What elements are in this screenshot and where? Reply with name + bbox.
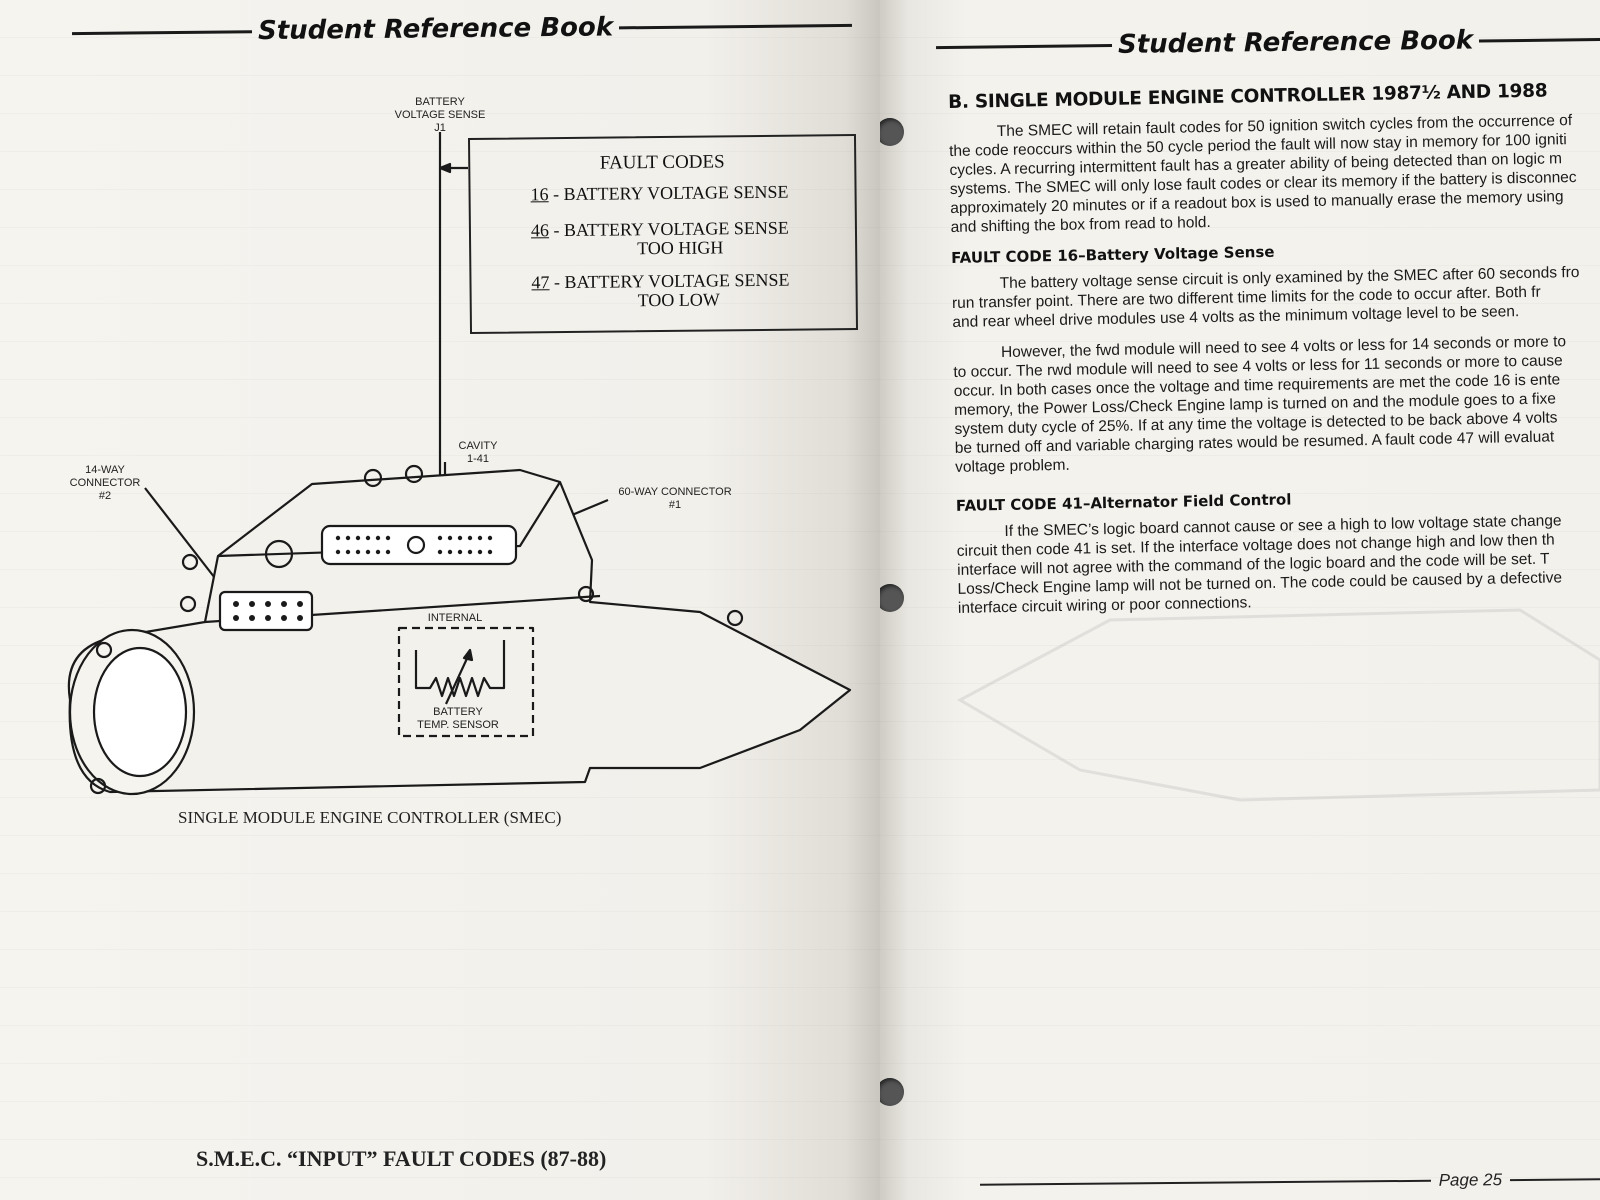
thermistor-symbol bbox=[414, 640, 506, 698]
right-page: Student Reference Book B. SINGLE MODULE … bbox=[880, 0, 1600, 1200]
vent-port bbox=[264, 539, 294, 569]
mount-tab bbox=[181, 553, 199, 571]
cavity-label: CAVITY 1-41 bbox=[448, 440, 508, 466]
connector60 bbox=[320, 524, 518, 566]
connector14-label: 14-WAY CONNECTOR #2 bbox=[66, 464, 144, 503]
connector14-leader-line bbox=[144, 487, 219, 583]
cavity-label-line2: 1-41 bbox=[466, 453, 490, 465]
housing-deck-edge bbox=[217, 481, 561, 558]
mount-tab bbox=[363, 468, 383, 488]
connector60-label: 60-WAY CONNECTOR #1 bbox=[612, 486, 738, 512]
connector14-label-line3: #2 bbox=[98, 490, 112, 502]
binder-hole bbox=[880, 118, 904, 146]
connector14-label-line1: 14-WAY bbox=[85, 464, 125, 476]
left-page: Student Reference Book BATTERY VOLTAGE S… bbox=[0, 0, 880, 1200]
smec-housing bbox=[67, 468, 852, 794]
mount-tab bbox=[179, 595, 197, 613]
sensor-label-line1: BATTERY bbox=[433, 706, 483, 718]
battery-voltage-sense-label: BATTERY VOLTAGE SENSE J1 bbox=[392, 96, 488, 135]
internal-label: INTERNAL bbox=[427, 612, 483, 624]
footer-rule-left bbox=[980, 1179, 1431, 1186]
mount-tab bbox=[577, 585, 595, 603]
internal-sensor-box bbox=[397, 626, 535, 738]
mount-tab bbox=[95, 641, 113, 659]
connector60-label-line2: #1 bbox=[668, 499, 682, 511]
mount-tab bbox=[89, 777, 107, 795]
binder-hole bbox=[880, 584, 904, 612]
sensor-label-line2: TEMP. SENSOR bbox=[417, 719, 499, 731]
bleed-through-diagram bbox=[956, 608, 1600, 802]
connector14 bbox=[218, 590, 314, 632]
battery-label-line3: J1 bbox=[434, 122, 446, 134]
bottom-caption: S.M.E.C. “INPUT” FAULT CODES (87-88) bbox=[196, 1146, 607, 1171]
diagram-caption: SINGLE MODULE ENGINE CONTROLLER (SMEC) bbox=[178, 808, 562, 827]
battery-label-line2: VOLTAGE SENSE bbox=[394, 109, 486, 121]
connector60-label-line1: 60-WAY CONNECTOR bbox=[618, 486, 732, 498]
ghost-housing bbox=[956, 608, 1600, 802]
smec-diagram bbox=[67, 132, 852, 796]
connector14-label-line2: CONNECTOR bbox=[69, 477, 141, 489]
mount-tab bbox=[726, 609, 744, 627]
battery-label-line1: BATTERY bbox=[415, 96, 465, 108]
intake-tube-inner bbox=[92, 646, 188, 778]
arrow-head bbox=[438, 162, 452, 174]
binder-hole bbox=[880, 1078, 904, 1106]
page-number: Page 25 bbox=[1438, 1170, 1503, 1190]
connector60-bolt bbox=[406, 535, 426, 555]
battery-temp-sensor-label: BATTERY TEMP. SENSOR bbox=[408, 706, 508, 732]
cavity-label-line1: CAVITY bbox=[458, 440, 498, 452]
thermistor-arrow bbox=[445, 651, 471, 705]
mount-tab bbox=[404, 464, 424, 484]
arrow-head bbox=[462, 648, 474, 662]
ruled-lines bbox=[880, 0, 1600, 1200]
connector-pins bbox=[233, 535, 493, 621]
footer-rule-right bbox=[1509, 1178, 1600, 1182]
